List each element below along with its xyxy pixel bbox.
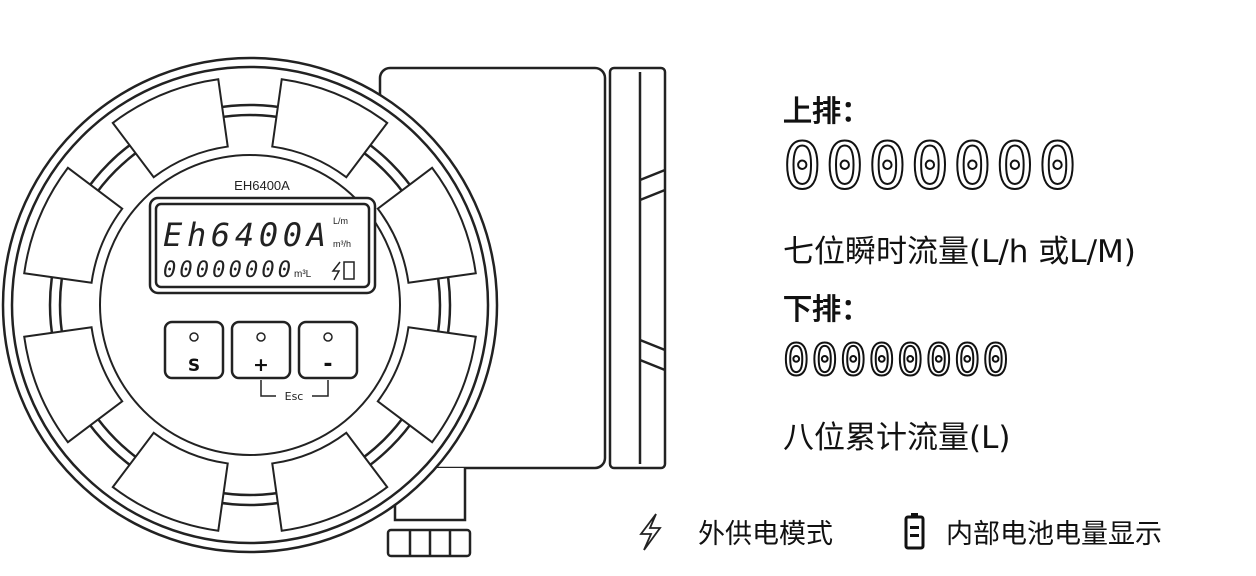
bezel-lug [111, 78, 229, 179]
lower-caption: 八位累计流量(L) [783, 420, 1011, 456]
bezel-lug [271, 78, 389, 179]
lower-digits: 00000000 [782, 334, 1011, 387]
lcd-frame [148, 196, 377, 295]
lcd-battery-icon [343, 261, 355, 280]
lcd-top-row: Eh6400A [163, 216, 326, 254]
bezel-lug [23, 166, 124, 284]
svg-text:S: S [188, 356, 200, 376]
power-mode-label: 外供电模式 [698, 519, 833, 550]
bezel-lug [376, 326, 477, 444]
bezel-lug [23, 326, 124, 444]
lightning-icon [639, 513, 662, 551]
button-minus[interactable]: - [297, 320, 359, 380]
meter-bezel [1, 56, 499, 554]
bezel-lug [376, 166, 477, 284]
model-label: EH6400A [234, 178, 290, 193]
svg-text:-: - [323, 352, 332, 377]
button-plus[interactable]: + [230, 320, 292, 380]
bezel-lug [111, 431, 229, 532]
button-s[interactable]: S [163, 320, 225, 380]
svg-text:+: + [253, 354, 269, 376]
upper-heading: 上排： [783, 94, 871, 128]
bezel-lug [271, 431, 389, 532]
upper-digits: 0000000 [782, 129, 1081, 205]
lcd-lightning-icon [331, 261, 341, 281]
flow-meter-diagram: EH6400A Eh6400A L/m m³/h 00000000 m³L S … [1, 56, 667, 558]
esc-label: Esc [285, 390, 304, 403]
upper-caption: 七位瞬时流量(L/h 或L/M) [783, 234, 1136, 270]
battery-icon [904, 513, 925, 550]
battery-level-label: 内部电池电量显示 [946, 519, 1162, 550]
lcd-unit-total: m³L [294, 269, 312, 280]
lcd-unit-lpm: L/m [333, 216, 348, 226]
lower-heading: 下排： [783, 292, 871, 326]
meter-flange [608, 66, 667, 470]
lcd-unit-m3h: m³/h [333, 239, 351, 249]
